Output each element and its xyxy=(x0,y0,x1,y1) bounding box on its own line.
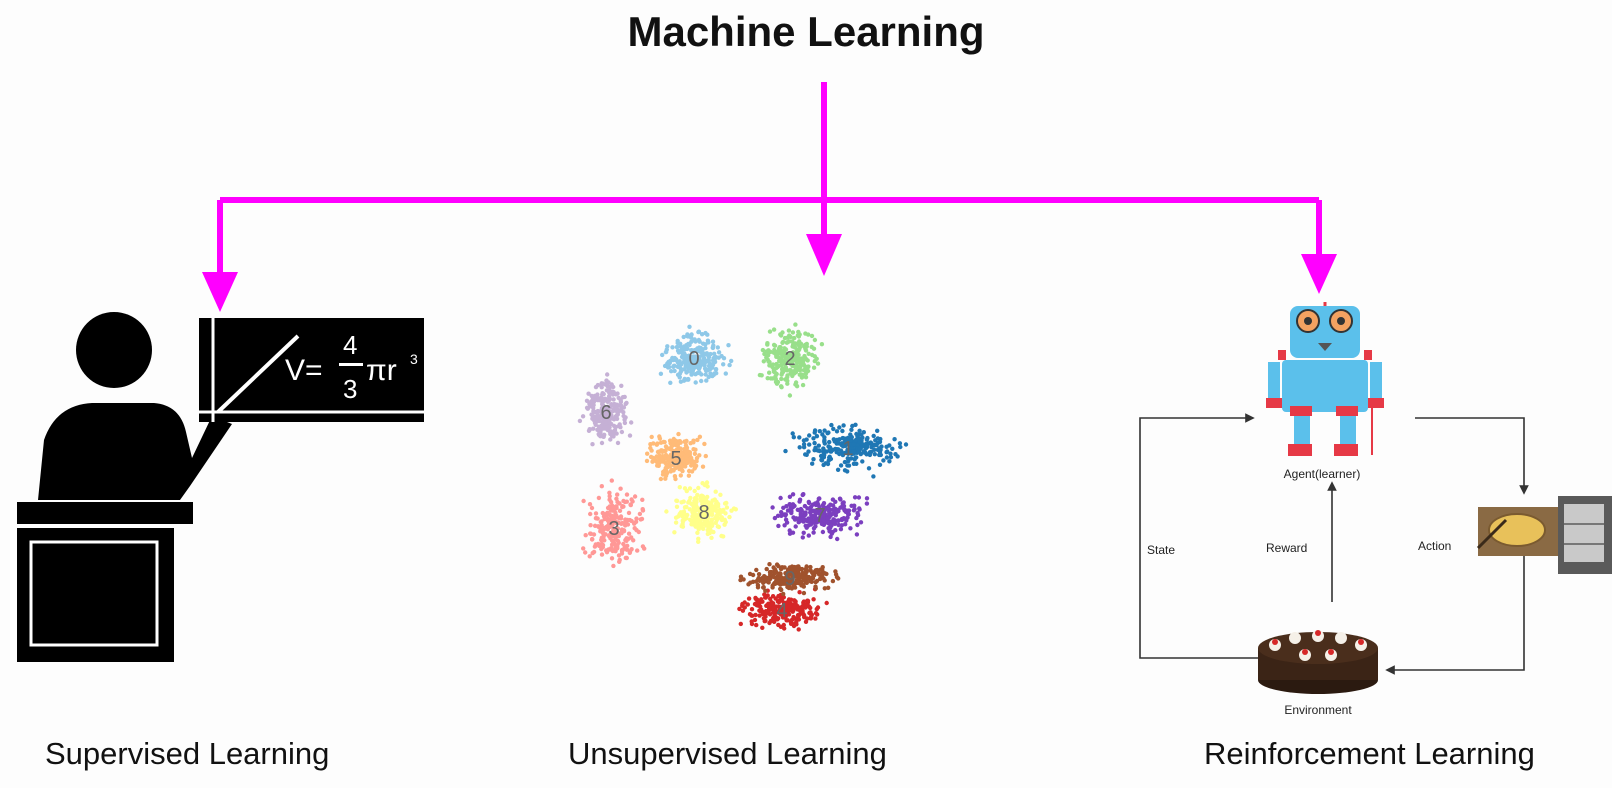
cooking-action-photo xyxy=(1476,496,1612,574)
cluster-4-points xyxy=(737,587,829,632)
teacher-at-blackboard-icon: V= 4 3 πr 3 xyxy=(17,312,424,662)
cluster-5-points xyxy=(644,431,708,482)
cluster-8-points xyxy=(664,480,738,544)
action-label: Action xyxy=(1418,539,1451,553)
caption-unsupervised: Unsupervised Learning xyxy=(568,736,887,771)
svg-text:4: 4 xyxy=(343,330,357,360)
teacher-body xyxy=(38,403,232,500)
cluster-label-1: 1 xyxy=(842,438,853,460)
teacher-head xyxy=(76,312,152,388)
volume-formula: V= 4 3 πr 3 xyxy=(285,330,418,404)
cluster-6-points xyxy=(577,372,634,447)
podium xyxy=(17,528,174,662)
cake-environment-icon xyxy=(1258,630,1378,694)
cluster-label-8: 8 xyxy=(698,502,709,524)
state-arrow xyxy=(1139,413,1258,659)
cluster-label-5: 5 xyxy=(670,448,681,470)
svg-text:3: 3 xyxy=(343,374,357,404)
podium-panel xyxy=(29,540,159,647)
supervised-arrowhead xyxy=(202,272,238,312)
cluster-label-6: 6 xyxy=(600,402,611,424)
cluster-3-points xyxy=(581,478,647,569)
unsupervised-arrowhead xyxy=(806,234,842,276)
cluster-label-0: 0 xyxy=(688,348,699,370)
cluster-labels: 0 1 2 3 4 5 6 7 8 9 xyxy=(600,348,853,622)
svg-text:πr: πr xyxy=(366,354,397,387)
svg-text:V=: V= xyxy=(285,354,323,387)
environment-label: Environment xyxy=(1284,703,1352,717)
branch-connectors xyxy=(217,82,1322,274)
caption-supervised: Supervised Learning xyxy=(45,736,330,771)
cluster-label-3: 3 xyxy=(608,518,619,540)
pointer-stick xyxy=(216,334,300,414)
state-label: State xyxy=(1147,543,1175,557)
branch-arrowheads xyxy=(202,234,1337,312)
svg-text:3: 3 xyxy=(410,351,418,367)
diagram-title: Machine Learning xyxy=(627,8,985,55)
cluster-scatter-plot-icon xyxy=(577,322,909,632)
loop-arrows xyxy=(1139,413,1529,675)
cluster-1-points xyxy=(783,422,909,479)
action-arrow xyxy=(1415,417,1529,495)
robot-agent xyxy=(1266,302,1384,456)
blackboard xyxy=(199,318,424,422)
caption-reinforcement: Reinforcement Learning xyxy=(1204,736,1535,771)
cluster-9-points xyxy=(738,562,841,597)
cluster-2-points xyxy=(757,322,825,398)
reward-label: Reward xyxy=(1266,541,1307,555)
action-to-env-arrow xyxy=(1385,556,1525,675)
reinforcement-arrowhead xyxy=(1301,254,1337,294)
cluster-7-points xyxy=(770,492,870,542)
cluster-0-points xyxy=(658,324,734,385)
agent-label: Agent(learner) xyxy=(1284,467,1361,481)
podium-top xyxy=(17,502,193,524)
cluster-label-9: 9 xyxy=(784,568,795,590)
cluster-label-7: 7 xyxy=(814,505,825,527)
cluster-label-2: 2 xyxy=(784,348,795,370)
agent-environment-loop-icon: Agent(learner) Environment State Reward … xyxy=(1139,302,1612,717)
cluster-label-4: 4 xyxy=(776,600,787,622)
